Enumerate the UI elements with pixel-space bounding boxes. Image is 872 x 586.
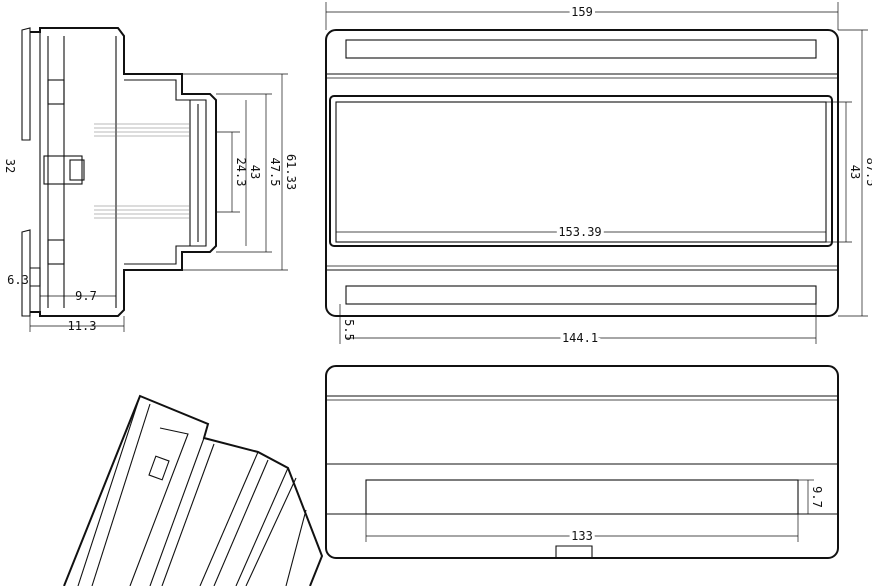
dim-inner-width: 153.39 [558, 225, 601, 239]
dim-top-width: 159 [571, 5, 593, 19]
dim-side-h1: 47.5 [268, 158, 282, 187]
isometric-view [63, 394, 324, 586]
dim-side-depth: 61.33 [284, 154, 298, 190]
dim-side-h2: 43 [248, 165, 262, 179]
side-view [21, 27, 288, 332]
dim-side-edge: 32 [3, 159, 17, 173]
dim-bottom-offset: 5.5 [342, 319, 356, 341]
dim-height-right: 87.5 [864, 158, 872, 187]
dim-bottom-height: 9.7 [810, 486, 824, 508]
dim-side-h3: 24.3 [234, 158, 248, 187]
dim-inner-height: 43 [848, 165, 862, 179]
bottom-view [325, 365, 839, 559]
dim-label-width: 144.1 [562, 331, 598, 345]
dim-side-d1: 9.7 [75, 289, 97, 303]
dim-side-d2: 11.3 [68, 319, 97, 333]
front-view [325, 2, 868, 344]
dim-side-small: 6.3 [7, 273, 29, 287]
dim-bottom-width: 133 [571, 529, 593, 543]
